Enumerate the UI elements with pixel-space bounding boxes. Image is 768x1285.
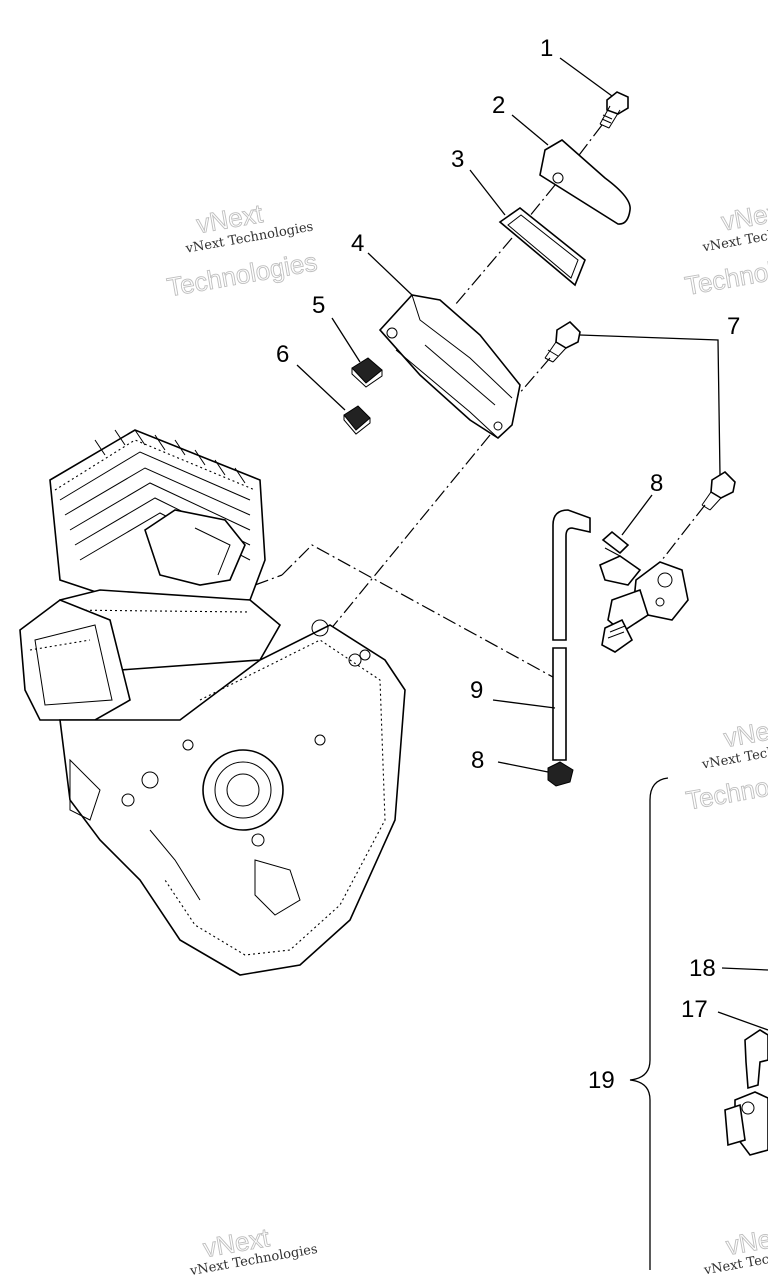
part-6-spacer [343,405,371,435]
part-8-clamp-upper [601,530,630,557]
callouts: 1 2 3 4 5 6 7 8 8 9 17 18 19 [276,35,740,1094]
engine-block [19,429,406,976]
callout-1: 1 [540,35,553,62]
watermark-2: vNext vNext Technologies Technologies [682,195,768,301]
callout-8-upper: 8 [650,470,663,497]
part-7-fitting-upper [544,320,581,363]
callout-2: 2 [492,92,505,119]
part-5-spacer [351,357,383,388]
watermark-1: vNext vNext Technologies Technologies [164,198,320,303]
callout-4: 4 [351,230,364,257]
part-9-hose [552,509,591,761]
part-4-valve-housing [378,294,521,440]
callout-5: 5 [312,292,325,319]
oil-pump [599,555,689,653]
watermark-5: vNext vNext Technologies [188,1222,319,1280]
part-1-bolt [599,91,629,129]
callout-18: 18 [689,955,716,982]
callout-3: 3 [451,146,464,173]
callout-8-lower: 8 [471,747,484,774]
callout-9: 9 [470,677,483,704]
leader-lines [296,57,768,1031]
brace-19 [629,777,669,1270]
callout-17: 17 [681,996,708,1023]
callout-7: 7 [727,313,740,340]
callout-6: 6 [276,341,289,368]
part-7-fitting-lower [701,470,736,511]
watermark-big-bottom: Technologies [683,245,768,301]
pump-assembly-detail [724,1029,768,1156]
part-8-clamp-lower [547,761,574,787]
watermark-6: vNext vNext Technologies [702,1219,768,1278]
part-3-gasket [498,207,586,287]
watermark-4: vNext vNext Technologies Technologies [683,712,768,817]
callout-19: 19 [588,1067,615,1094]
part-2-cover-plate [539,139,631,225]
